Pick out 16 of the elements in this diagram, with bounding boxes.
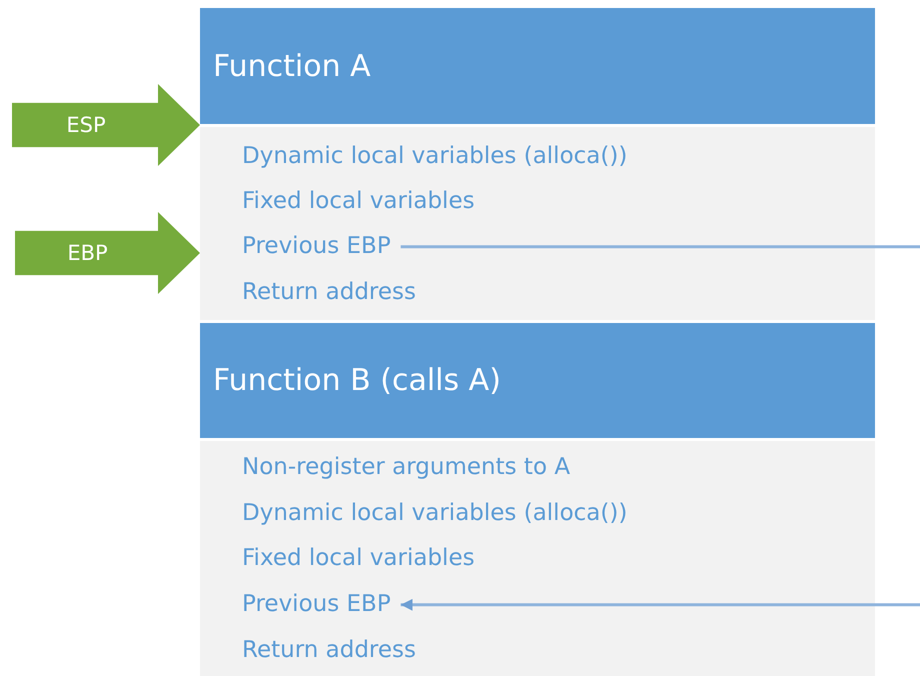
pointer-arrow bbox=[400, 245, 920, 611]
stack-entry-text: Return address bbox=[242, 279, 426, 307]
function-header-band: Function B (calls A) bbox=[200, 323, 875, 438]
stack-entry-text: Dynamic local variables (alloca()) bbox=[242, 143, 638, 171]
stack-entry-text: Fixed local variables bbox=[242, 188, 485, 216]
stack-entry-text: Return address bbox=[242, 637, 426, 665]
stack-frame-panel bbox=[200, 441, 875, 676]
pointer-block-arrow: EBP bbox=[15, 212, 200, 294]
pointer-block-arrow: ESP bbox=[12, 84, 200, 166]
stack-frame-panel bbox=[200, 127, 875, 320]
stack-entry-text: Previous EBP bbox=[242, 591, 401, 619]
stack-entry-text: Fixed local variables bbox=[242, 545, 485, 573]
stack-entry-text: Non-register arguments to A bbox=[242, 454, 580, 482]
stack-entry-text: Previous EBP bbox=[242, 233, 401, 261]
stack-entry-text: Dynamic local variables (alloca()) bbox=[242, 500, 638, 528]
function-header-band: Function A bbox=[200, 8, 875, 124]
